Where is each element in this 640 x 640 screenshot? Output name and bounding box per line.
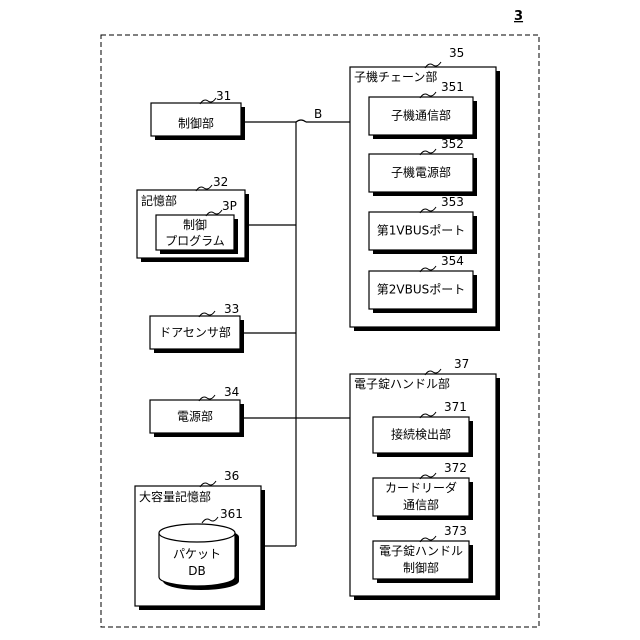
child-item-2-label: 子機電源部 (391, 165, 451, 180)
e-lock-ref: 37 (454, 357, 469, 371)
door-sensor-label: ドアセンサ部 (159, 325, 231, 340)
db-line1: パケット (173, 547, 221, 561)
program-line2: プログラム (165, 234, 225, 248)
e-lock-item-2-line1: カードリーダ (385, 480, 457, 495)
power-unit: 電源部 34 (150, 385, 244, 437)
e-lock-item-1-line1: 接続検出部 (391, 427, 451, 442)
e-lock-item-2-line2: 通信部 (403, 497, 439, 512)
child-item-1-ref: 351 (441, 80, 464, 94)
e-lock-item-1-ref: 371 (444, 400, 467, 414)
e-lock-item-3-line2: 制御部 (403, 560, 439, 575)
child-item-2-ref: 352 (441, 137, 464, 151)
control-ref: 31 (216, 89, 231, 103)
e-lock-unit: 電子錠ハンドル部 37 接続検出部 371 カードリーダ 通信部 372 電子錠… (350, 357, 500, 600)
e-lock-item-3-ref: 373 (444, 524, 467, 538)
child-item-3-label: 第1VBUSポート (377, 224, 465, 238)
program-line1: 制御 (183, 217, 207, 232)
bus-label: B (314, 107, 322, 121)
storage-unit: 記憶部 32 制御 プログラム 3P (137, 175, 249, 262)
figure-ref: 3 (514, 9, 523, 24)
db-line2: DB (188, 564, 205, 578)
control-unit: 制御部 31 (151, 89, 245, 140)
e-lock-item-2-ref: 372 (444, 461, 467, 475)
mass-storage-label: 大容量記憶部 (139, 489, 211, 504)
child-item-1-label: 子機通信部 (391, 108, 451, 123)
storage-ref: 32 (213, 175, 228, 189)
bus-lines (241, 120, 360, 546)
mass-storage-unit: 大容量記憶部 36 パケット DB 361 (135, 469, 265, 610)
door-sensor-ref: 33 (224, 302, 239, 316)
child-item-4-label: 第2VBUSポート (377, 283, 465, 297)
db-cylinder-icon (159, 524, 235, 542)
db-ref: 361 (220, 507, 243, 521)
power-label: 電源部 (177, 409, 213, 424)
child-item-4-ref: 354 (441, 254, 464, 268)
e-lock-label: 電子錠ハンドル部 (354, 376, 450, 391)
child-item-3-ref: 353 (441, 195, 464, 209)
door-sensor-unit: ドアセンサ部 33 (150, 302, 244, 353)
child-chain-ref: 35 (449, 46, 464, 60)
program-ref: 3P (222, 199, 237, 213)
power-ref: 34 (224, 385, 239, 399)
e-lock-item-3-line1: 電子錠ハンドル (379, 543, 463, 558)
child-chain-label: 子機チェーン部 (354, 69, 437, 84)
child-chain-unit: 子機チェーン部 35 子機通信部 351 子機電源部 352 第1VBUSポート… (350, 46, 500, 331)
storage-label: 記憶部 (141, 193, 177, 208)
control-label: 制御部 (178, 116, 214, 131)
mass-storage-ref: 36 (224, 469, 239, 483)
